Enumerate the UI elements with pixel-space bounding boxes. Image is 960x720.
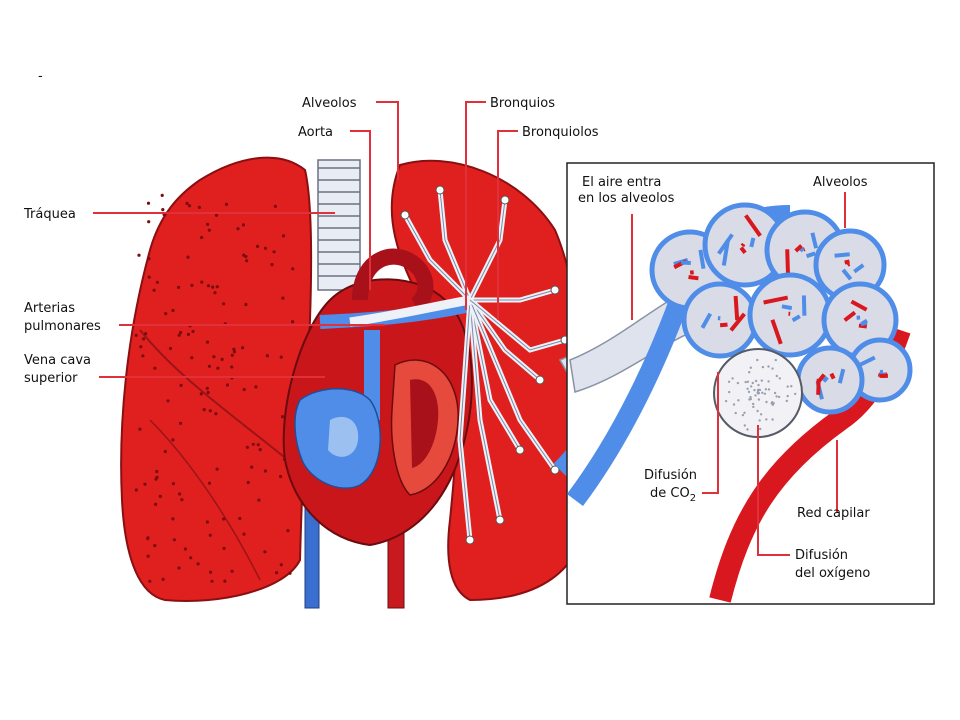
leader-difusion-co2 (702, 372, 719, 494)
bullet-mark: - (38, 69, 43, 84)
label-arterias-1: Arterias (24, 301, 75, 316)
co2-subscript: 2 (690, 493, 696, 504)
label-difusion-o2-1: Difusión (795, 548, 848, 563)
leader-bronquios (465, 101, 486, 310)
label-traquea: Tráquea (23, 207, 76, 222)
trachea (317, 159, 361, 291)
alveoli-cluster (649, 202, 913, 415)
leader-lines (93, 101, 846, 556)
lung-texture (134, 193, 298, 583)
left-lung-fissure (139, 329, 301, 471)
label-alveolos-left: Alveolos (302, 96, 357, 111)
label-red-capilar: Red capilar (797, 506, 870, 521)
leader-aorta (350, 130, 371, 290)
label-difusion-co2-2: de CO2 (650, 486, 696, 504)
bronchial-tree (349, 185, 570, 545)
leader-alveolos-left (376, 101, 399, 180)
left-lung (120, 156, 313, 602)
label-alveolos-right: Alveolos (813, 175, 868, 190)
label-aorta: Aorta (298, 125, 333, 140)
label-difusion-co2-1: Difusión (644, 468, 697, 483)
leader-difusion-o2 (757, 425, 790, 556)
label-aire-entra-1: El aire entra (582, 175, 661, 190)
left-lung-fissure-lower (149, 419, 261, 581)
label-aire-entra-2: en los alveolos (578, 191, 675, 206)
label-vena-cava-2: superior (24, 371, 78, 386)
label-difusion-o2-2: del oxígeno (795, 566, 870, 581)
heart (282, 248, 473, 547)
label-vena-cava-1: Vena cava (24, 353, 91, 368)
label-bronquios: Bronquios (490, 96, 555, 111)
leader-bronquiolos (497, 130, 518, 320)
label-bronquiolos: Bronquiolos (522, 125, 599, 140)
label-arterias-2: pulmonares (24, 319, 101, 334)
alveolus-speckle (724, 358, 797, 431)
